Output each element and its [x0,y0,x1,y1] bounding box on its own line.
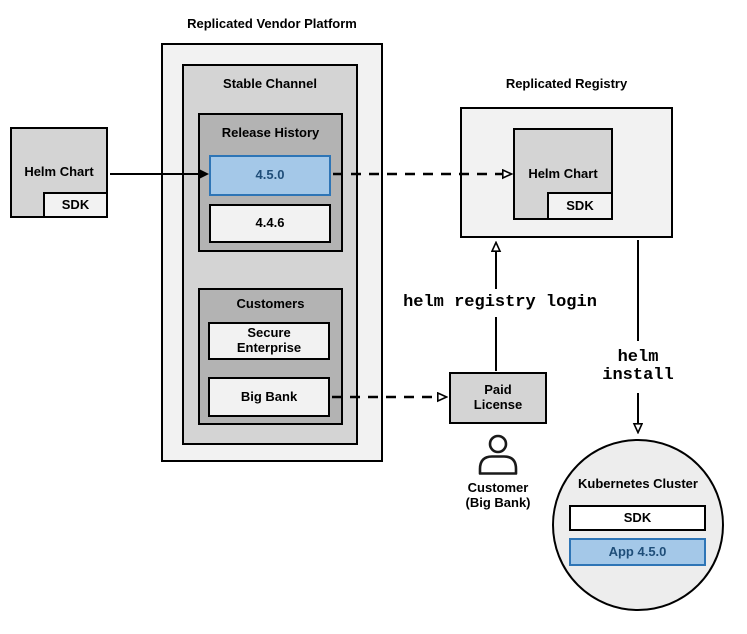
vendor-platform-title: Replicated Vendor Platform [187,16,357,31]
release-version-4-5-0: 4.5.0 [209,155,331,196]
cluster-sdk-box: SDK [569,505,706,531]
helm-chart-source-box: Helm Chart SDK [10,127,108,218]
cluster-app-box: App 4.5.0 [569,538,706,566]
customers-label: Customers [236,296,305,311]
command-helm-install: helm install [578,341,698,393]
release-history-label: Release History [221,125,320,140]
customer-caption: Customer (Big Bank) [448,480,548,511]
registry-sdk-box: SDK [547,192,613,220]
customer-secure-enterprise-box: Secure Enterprise [208,322,330,360]
helm-chart-source-label: Helm Chart [24,164,94,180]
customer-caption-line1: Customer [467,480,529,495]
kubernetes-cluster-label: Kubernetes Cluster [578,476,698,491]
release-version-4-4-6: 4.4.6 [209,204,331,243]
person-icon [478,434,518,475]
customer-caption-line2: (Big Bank) [465,494,531,510]
registry-helm-chart-box: Helm Chart SDK [513,128,613,220]
customer-secure-enterprise-label: Secure Enterprise [236,325,302,355]
stable-channel-label: Stable Channel [223,76,317,91]
command-helm-registry-login: helm registry login [396,289,604,317]
paid-license-label: Paid License [473,382,523,412]
paid-license-box: Paid License [449,372,547,424]
helm-chart-source-sdk-box: SDK [43,192,108,218]
registry-title: Replicated Registry [505,76,628,91]
customer-big-bank-box: Big Bank [208,377,330,417]
registry-helm-chart-label: Helm Chart [528,165,598,181]
